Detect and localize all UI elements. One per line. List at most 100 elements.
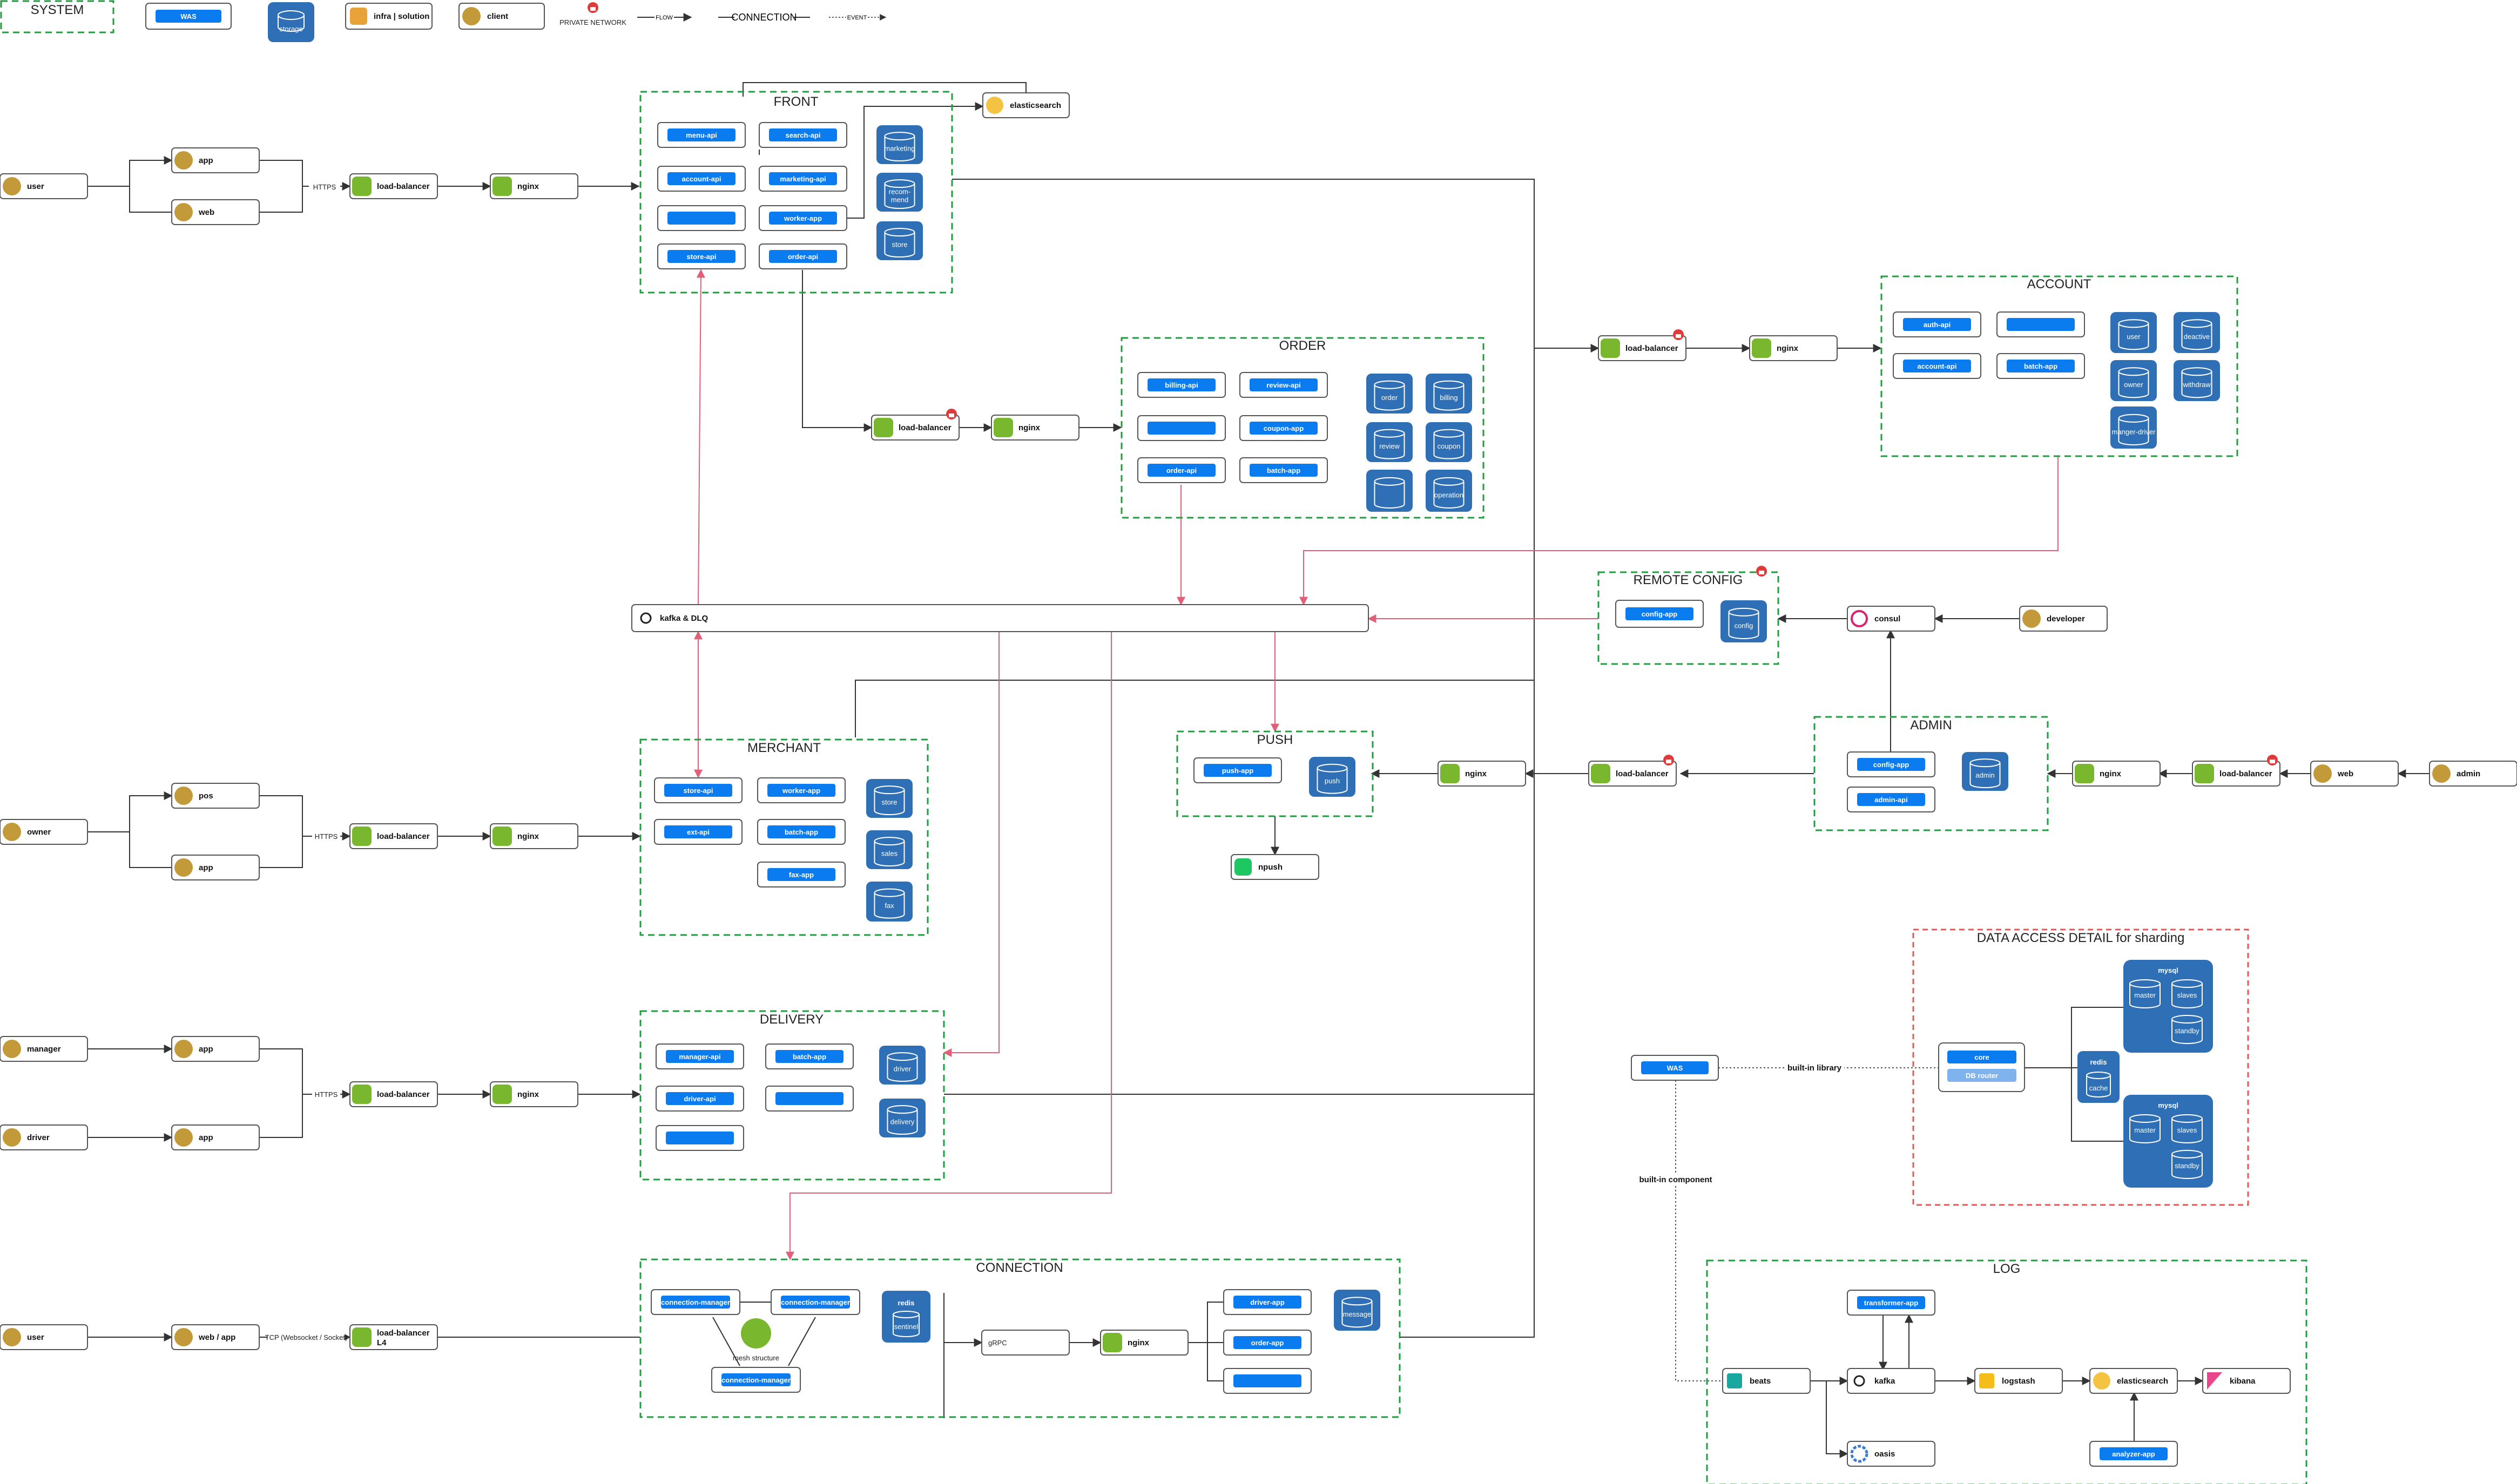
was-delivery-batch-app-label: batch-app — [793, 1053, 826, 1061]
client-owner[interactable]: owner — [0, 819, 88, 845]
was-merchant-batch-app[interactable]: batch-app — [757, 819, 846, 845]
was-order-api-pill — [769, 250, 837, 263]
beats[interactable]: beats — [1722, 1368, 1811, 1394]
admin-load-balancer[interactable]: load-balancer — [2192, 755, 2280, 787]
group-order-title: ORDER — [1279, 338, 1326, 353]
was-driver-app[interactable]: driver-app — [1223, 1289, 1312, 1315]
was-account-unnamed[interactable] — [1996, 311, 2085, 337]
elasticsearch-label: elasticsearch — [1010, 101, 1061, 110]
admin-nginx[interactable]: nginx — [2072, 761, 2161, 787]
was-review-api[interactable]: review-api — [1239, 372, 1328, 398]
legend: SYSTEM WAS storage infra | solution clie… — [0, 0, 887, 42]
client-admin[interactable]: admin — [2429, 761, 2517, 787]
group-delivery-title: DELIVERY — [760, 1012, 824, 1027]
was-account-api-2[interactable]: account-api — [1893, 353, 1981, 379]
was-delivery-unnamed-2[interactable] — [656, 1125, 744, 1151]
was-connection-manager-3[interactable]: connection-manager — [711, 1367, 801, 1393]
npush[interactable]: npush — [1231, 854, 1319, 880]
client-app[interactable]: app — [171, 147, 260, 173]
front-nginx[interactable]: nginx — [490, 173, 578, 199]
was-merchant-worker-app[interactable]: worker-app — [757, 777, 846, 803]
was-push-app-pill — [1204, 764, 1272, 777]
connection-nginx[interactable]: nginx — [1100, 1330, 1189, 1356]
client-pos[interactable]: pos — [171, 783, 260, 809]
was-marketing-api[interactable]: marketing-api — [759, 166, 847, 192]
client-icon — [174, 787, 193, 805]
was-connection-order-app[interactable]: order-app — [1223, 1330, 1312, 1356]
was-store-api[interactable]: store-api — [657, 243, 746, 269]
logstash[interactable]: logstash — [1974, 1368, 2063, 1394]
was-manager-api[interactable]: manager-api — [656, 1043, 744, 1069]
client-connection-user[interactable]: user — [0, 1324, 88, 1350]
was-admin-config-app[interactable]: config-app — [1847, 751, 1935, 777]
order-nginx[interactable]: nginx — [991, 415, 1079, 441]
was-driver-api[interactable]: driver-api — [656, 1086, 744, 1112]
client-user[interactable]: user — [0, 173, 88, 199]
was-merchant-store-api[interactable]: store-api — [654, 777, 743, 803]
merchant-load-balancer[interactable]: load-balancer — [349, 823, 438, 849]
was-menu-api[interactable]: menu-api — [657, 122, 746, 148]
was-coupon-app[interactable]: coupon-app — [1239, 415, 1328, 441]
was-connection-unnamed[interactable] — [1223, 1368, 1312, 1394]
beats-icon — [1727, 1373, 1742, 1388]
cache-label: cache — [2089, 1084, 2108, 1092]
was-worker-app[interactable]: worker-app — [759, 205, 847, 231]
grpc-channel[interactable]: gRPC — [981, 1330, 1070, 1356]
account-load-balancer[interactable]: load-balancer — [1598, 329, 1686, 361]
was-ext-api[interactable]: ext-api — [654, 819, 743, 845]
was-transformer-app[interactable]: transformer-app — [1847, 1290, 1935, 1316]
was-front-unnamed[interactable] — [657, 205, 746, 231]
merchant-nginx[interactable]: nginx — [490, 823, 578, 849]
order-load-balancer[interactable]: load-balancer — [871, 409, 960, 441]
client-driver-app-label: app — [199, 1133, 213, 1142]
client-web[interactable]: web — [171, 199, 260, 225]
delivery-load-balancer[interactable]: load-balancer — [349, 1081, 438, 1107]
was-delivery-batch-app[interactable]: batch-app — [765, 1043, 854, 1069]
client-driver-app[interactable]: app — [171, 1124, 260, 1150]
was-account-api[interactable]: account-api — [657, 166, 746, 192]
oasis[interactable]: oasis — [1847, 1441, 1935, 1467]
delivery-nginx[interactable]: nginx — [490, 1081, 578, 1107]
client-driver[interactable]: driver — [0, 1124, 88, 1150]
was-order-api-2-label: order-api — [1166, 466, 1197, 475]
was-account-batch-app[interactable]: batch-app — [1996, 353, 2085, 379]
was-search-api[interactable]: search-api — [759, 122, 847, 148]
log-elasticsearch[interactable]: elasticsearch — [2089, 1368, 2178, 1394]
client-manager[interactable]: manager — [0, 1036, 88, 1062]
was-order-api-2[interactable]: order-api — [1137, 457, 1226, 483]
front-load-balancer[interactable]: load-balancer — [349, 173, 438, 199]
client-developer[interactable]: developer — [2019, 606, 2108, 632]
was-config-app[interactable]: config-app — [1615, 600, 1704, 628]
was-delivery-unnamed[interactable] — [765, 1086, 854, 1112]
kibana[interactable]: kibana — [2202, 1368, 2291, 1394]
client-web-app[interactable]: web / app — [171, 1324, 260, 1350]
was-fax-app[interactable]: fax-app — [757, 862, 846, 887]
client-admin-web[interactable]: web — [2310, 761, 2399, 787]
consul[interactable]: consul — [1847, 606, 1935, 632]
was-merchant-worker-app-pill — [767, 784, 835, 797]
was-analyzer-app[interactable]: analyzer-app — [2089, 1441, 2178, 1467]
account-nginx[interactable]: nginx — [1749, 335, 1838, 361]
was-auth-api[interactable]: auth-api — [1893, 311, 1981, 337]
was-data-access[interactable]: WAS — [1631, 1055, 1719, 1081]
was-connection-manager-2[interactable]: connection-manager — [771, 1289, 860, 1315]
log-kafka[interactable]: kafka — [1847, 1368, 1935, 1394]
was-order-batch-app[interactable]: batch-app — [1239, 457, 1328, 483]
elasticsearch[interactable]: elasticsearch — [982, 92, 1070, 118]
was-order-api[interactable]: order-api — [759, 243, 847, 269]
client-manager-app[interactable]: app — [171, 1036, 260, 1062]
was-billing-api[interactable]: billing-api — [1137, 372, 1226, 398]
was-order-unnamed[interactable] — [1137, 415, 1226, 441]
push-load-balancer[interactable]: load-balancer — [1588, 755, 1677, 787]
was-admin-api[interactable]: admin-api — [1847, 787, 1935, 812]
store-deactive-label: deactive — [2184, 333, 2210, 341]
kafka-dlq[interactable]: kafka & DLQ — [631, 604, 1369, 632]
was-transformer-app-label: transformer-app — [1864, 1299, 1918, 1307]
was-connection-manager-1[interactable]: connection-manager — [651, 1289, 740, 1315]
client-owner-app[interactable]: app — [171, 855, 260, 880]
push-nginx[interactable]: nginx — [1438, 761, 1526, 787]
private-network-icon — [1673, 329, 1684, 340]
was-push-app[interactable]: push-app — [1193, 757, 1282, 783]
